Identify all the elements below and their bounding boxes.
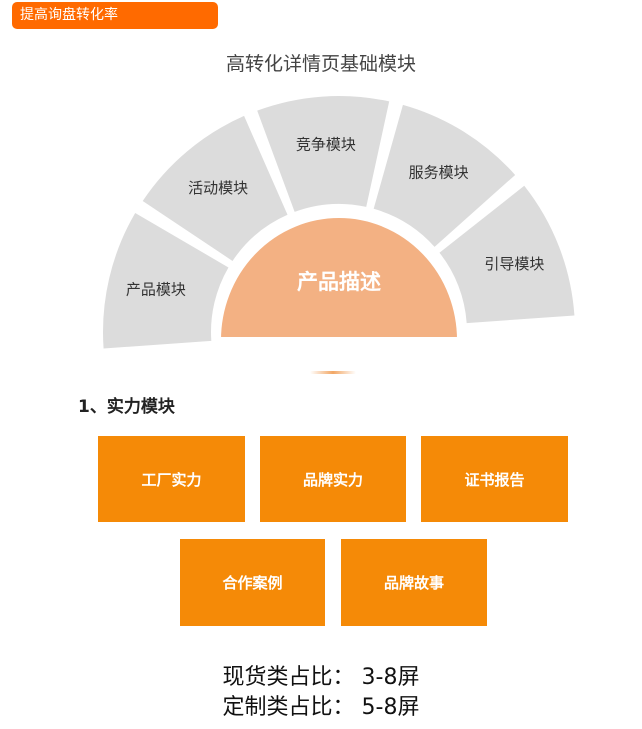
- box-label: 证书报告: [464, 470, 525, 489]
- fan-segment: [103, 212, 229, 349]
- box-brand-strength: 品牌实力: [260, 436, 406, 522]
- section-heading: 1、实力模块: [78, 397, 175, 417]
- fan-segment: [142, 115, 288, 261]
- fan-segment-label: 服务模块: [409, 164, 469, 182]
- decorative-glow: [310, 371, 356, 374]
- box-certificates: 证书报告: [421, 436, 568, 522]
- box-label: 工厂实力: [141, 470, 202, 489]
- box-label: 合作案例: [222, 574, 283, 592]
- box-label: 品牌实力: [302, 470, 363, 489]
- ratio-stock: 现货类占比： 3-8屏: [222, 665, 420, 690]
- box-brand-story: 品牌故事: [341, 539, 487, 626]
- fan-segment-label: 产品模块: [126, 280, 186, 298]
- fan-segment-label: 引导模块: [484, 255, 544, 273]
- box-label: 品牌故事: [383, 574, 444, 592]
- fan-segment: [439, 185, 575, 324]
- center-semicircle: [214, 212, 464, 343]
- box-cooperation-cases: 合作案例: [180, 539, 325, 626]
- fan-segment-label: 活动模块: [188, 179, 248, 197]
- fan-segment: [373, 104, 516, 247]
- header-tag-label: 提高询盘转化率: [20, 7, 118, 23]
- fan-segment-label: 竞争模块: [296, 135, 356, 153]
- diagram-title: 高转化详情页基础模块: [225, 53, 416, 75]
- center-label: 产品描述: [297, 270, 381, 294]
- ratio-custom: 定制类占比： 5-8屏: [222, 695, 420, 720]
- header-tag: 提高询盘转化率: [12, 2, 218, 29]
- fan-segment: [257, 96, 390, 212]
- box-factory-strength: 工厂实力: [98, 436, 245, 522]
